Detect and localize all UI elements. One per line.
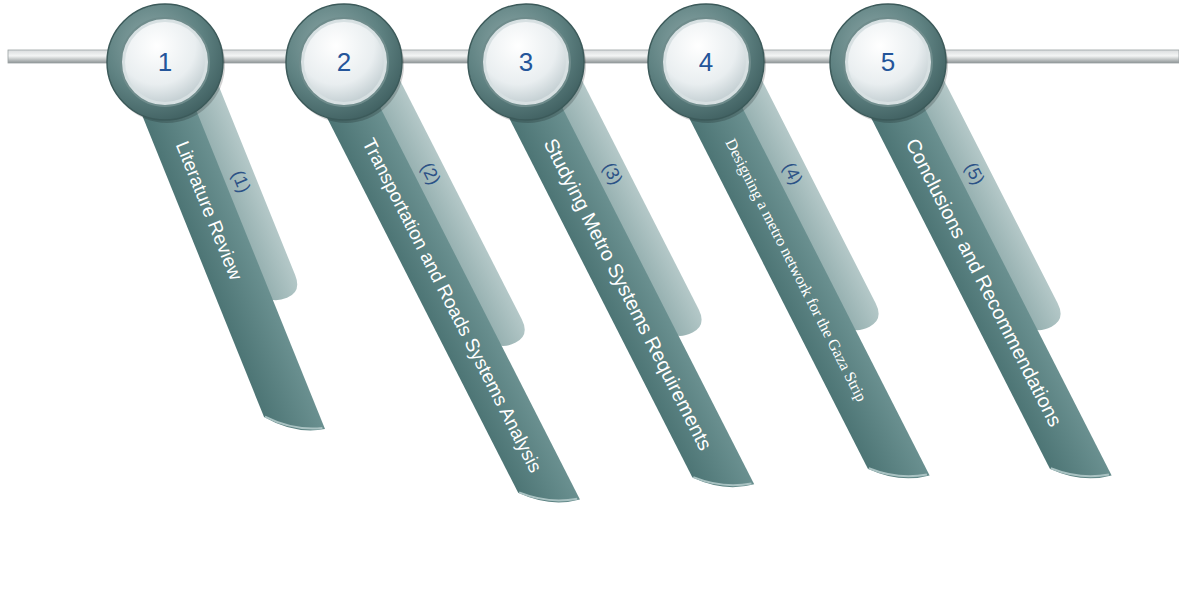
step-number: 3: [466, 2, 586, 122]
step-number: 2: [284, 2, 404, 122]
ribbon-fold: [1050, 446, 1108, 497]
ribbon-fold: [265, 398, 322, 446]
step-number: 1: [105, 2, 225, 122]
ribbon-fold: [868, 446, 926, 497]
ribbon-dark-strip: [127, 58, 325, 448]
step-circle: 2: [284, 2, 404, 122]
ribbon-dark-strip: [851, 57, 1111, 499]
step-number: 5: [828, 2, 948, 122]
step-circle: 5: [828, 2, 948, 122]
step-circle: 3: [466, 2, 586, 122]
ribbon-fold: [693, 455, 751, 506]
step-circle: 4: [646, 2, 766, 122]
ribbon-fold: [519, 471, 577, 522]
step-circle: 1: [105, 2, 225, 122]
step-number: 4: [646, 2, 766, 122]
